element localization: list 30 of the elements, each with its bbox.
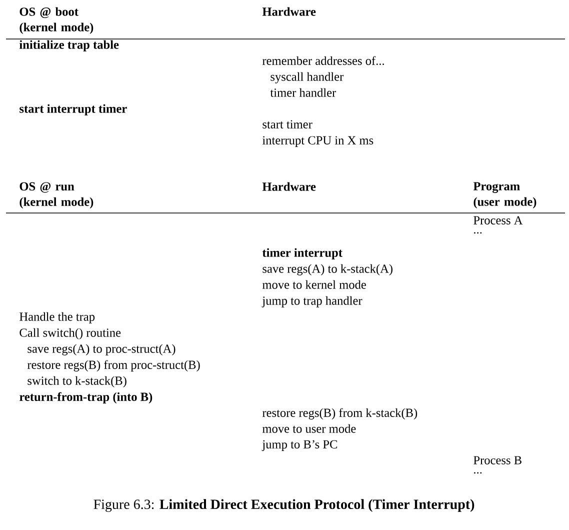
step-text: syscall handler: [270, 72, 344, 84]
step-text: start interrupt timer: [20, 104, 127, 116]
column-header: OS @ boot (kernel mode): [20, 7, 94, 34]
step-text: Process B: [474, 456, 522, 464]
step-text: Handle the trap: [20, 312, 95, 324]
step-text: timer handler: [270, 88, 336, 97]
figure-caption: Figure 6.3: Limited Direct Execution Protocol (Timer Interrupt): [94, 499, 474, 512]
step-text: Process A: [474, 216, 523, 224]
step-text: ...: [474, 232, 482, 234]
step-text: Call switch() routine: [20, 328, 121, 340]
step-text: switch to k-stack(B): [28, 376, 126, 388]
step-text: initialize trap table: [19, 40, 119, 52]
step-text: return-from-trap (into B): [20, 392, 152, 404]
column-header: OS @ run (kernel mode): [20, 182, 94, 208]
column-header: Hardware: [262, 182, 316, 191]
step-text: jump to trap handler: [262, 296, 362, 308]
step-text: move to user mode: [262, 424, 356, 433]
step-text: ...: [474, 472, 482, 474]
step-text: save regs(A) to proc-struct(A): [28, 344, 176, 356]
column-header: Hardware: [262, 7, 316, 16]
step-text: interrupt CPU in X ms: [262, 136, 374, 147]
step-text: move to kernel mode: [262, 280, 366, 289]
step-text: restore regs(B) from k-stack(B): [262, 408, 418, 420]
step-text: restore regs(B) from proc-struct(B): [27, 360, 200, 372]
step-text: timer interrupt: [262, 248, 342, 260]
step-text: jump to B’s PC: [262, 440, 338, 451]
step-text: start timer: [262, 120, 312, 128]
step-text: save regs(A) to k-stack(A): [262, 264, 392, 276]
step-text: remember addresses of...: [262, 56, 384, 66]
column-header: Program (user mode): [473, 182, 536, 208]
